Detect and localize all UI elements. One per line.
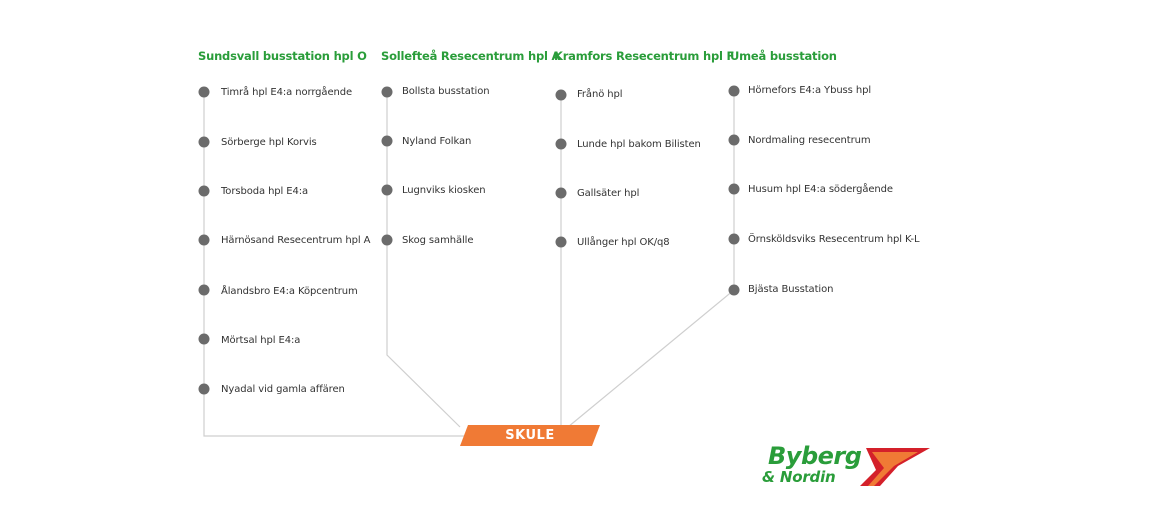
stop-label: Nyland Folkan — [402, 136, 472, 147]
stop-label: Örnsköldsviks Resecentrum hpl K-L — [748, 234, 920, 245]
stop-dot — [198, 333, 210, 345]
stop-dot — [728, 134, 740, 146]
stop-dot — [198, 284, 210, 296]
stop-dot — [198, 383, 210, 395]
stop-label: Hörnefors E4:a Ybuss hpl — [748, 85, 872, 96]
stop-dot — [555, 89, 567, 101]
logo-word-nordin: & Nordin — [762, 468, 836, 486]
stop-label: Mörtsal hpl E4:a — [221, 335, 301, 346]
stop-dot — [555, 236, 567, 248]
stop-label: Ullånger hpl OK/q8 — [577, 237, 670, 248]
stop-dot — [728, 233, 740, 245]
stop-label: Bollsta busstation — [402, 86, 490, 97]
stop-dot — [728, 183, 740, 195]
stop-label: Skog samhälle — [402, 235, 474, 246]
stop-label: Lugnviks kiosken — [402, 185, 486, 196]
stop-label: Timrå hpl E4:a norrgående — [221, 87, 353, 98]
stop-dot — [555, 138, 567, 150]
stop-label: Ålandsbro E4:a Köpcentrum — [221, 286, 358, 297]
logo-swoosh-icon — [860, 448, 930, 486]
stop-label: Lunde hpl bakom Bilisten — [577, 139, 701, 150]
stop-label: Torsboda hpl E4:a — [221, 186, 309, 197]
stop-dots — [198, 85, 740, 395]
stop-label: Husum hpl E4:a södergående — [748, 184, 893, 195]
stop-dot — [198, 86, 210, 98]
route-title-umea: Umeå busstation — [730, 49, 837, 63]
stop-dot — [381, 184, 393, 196]
destination-label: SKULE — [505, 428, 555, 443]
stop-dot — [728, 284, 740, 296]
stop-dot — [555, 187, 567, 199]
stop-dot — [198, 234, 210, 246]
stop-label: Bjästa Busstation — [748, 284, 834, 295]
stop-label: Gallsäter hpl — [577, 188, 640, 199]
stop-label: Sörberge hpl Korvis — [221, 137, 317, 148]
stop-dot — [381, 135, 393, 147]
stop-dot — [728, 85, 740, 97]
route-line-sundsvall — [203, 92, 470, 437]
stop-dot — [198, 136, 210, 148]
route-title-sundsvall: Sundsvall busstation hpl O — [198, 49, 367, 63]
logo-word-byberg: Byberg — [768, 442, 862, 470]
company-logo: Byberg & Nordin — [760, 440, 940, 490]
stop-label: Nyadal vid gamla affären — [221, 384, 345, 395]
stop-dot — [381, 86, 393, 98]
route-title-kramfors: Kramfors Resecentrum hpl F — [554, 49, 735, 63]
stop-label: Nordmaling resecentrum — [748, 135, 871, 146]
stop-label: Frånö hpl — [577, 89, 623, 100]
route-line-solleftea — [386, 92, 461, 428]
destination-banner — [460, 425, 600, 446]
stop-label: Härnösand Resecentrum hpl A — [221, 235, 371, 246]
stop-dot — [198, 185, 210, 197]
route-title-solleftea: Sollefteå Resecentrum hpl A — [381, 49, 561, 63]
stop-dot — [381, 234, 393, 246]
